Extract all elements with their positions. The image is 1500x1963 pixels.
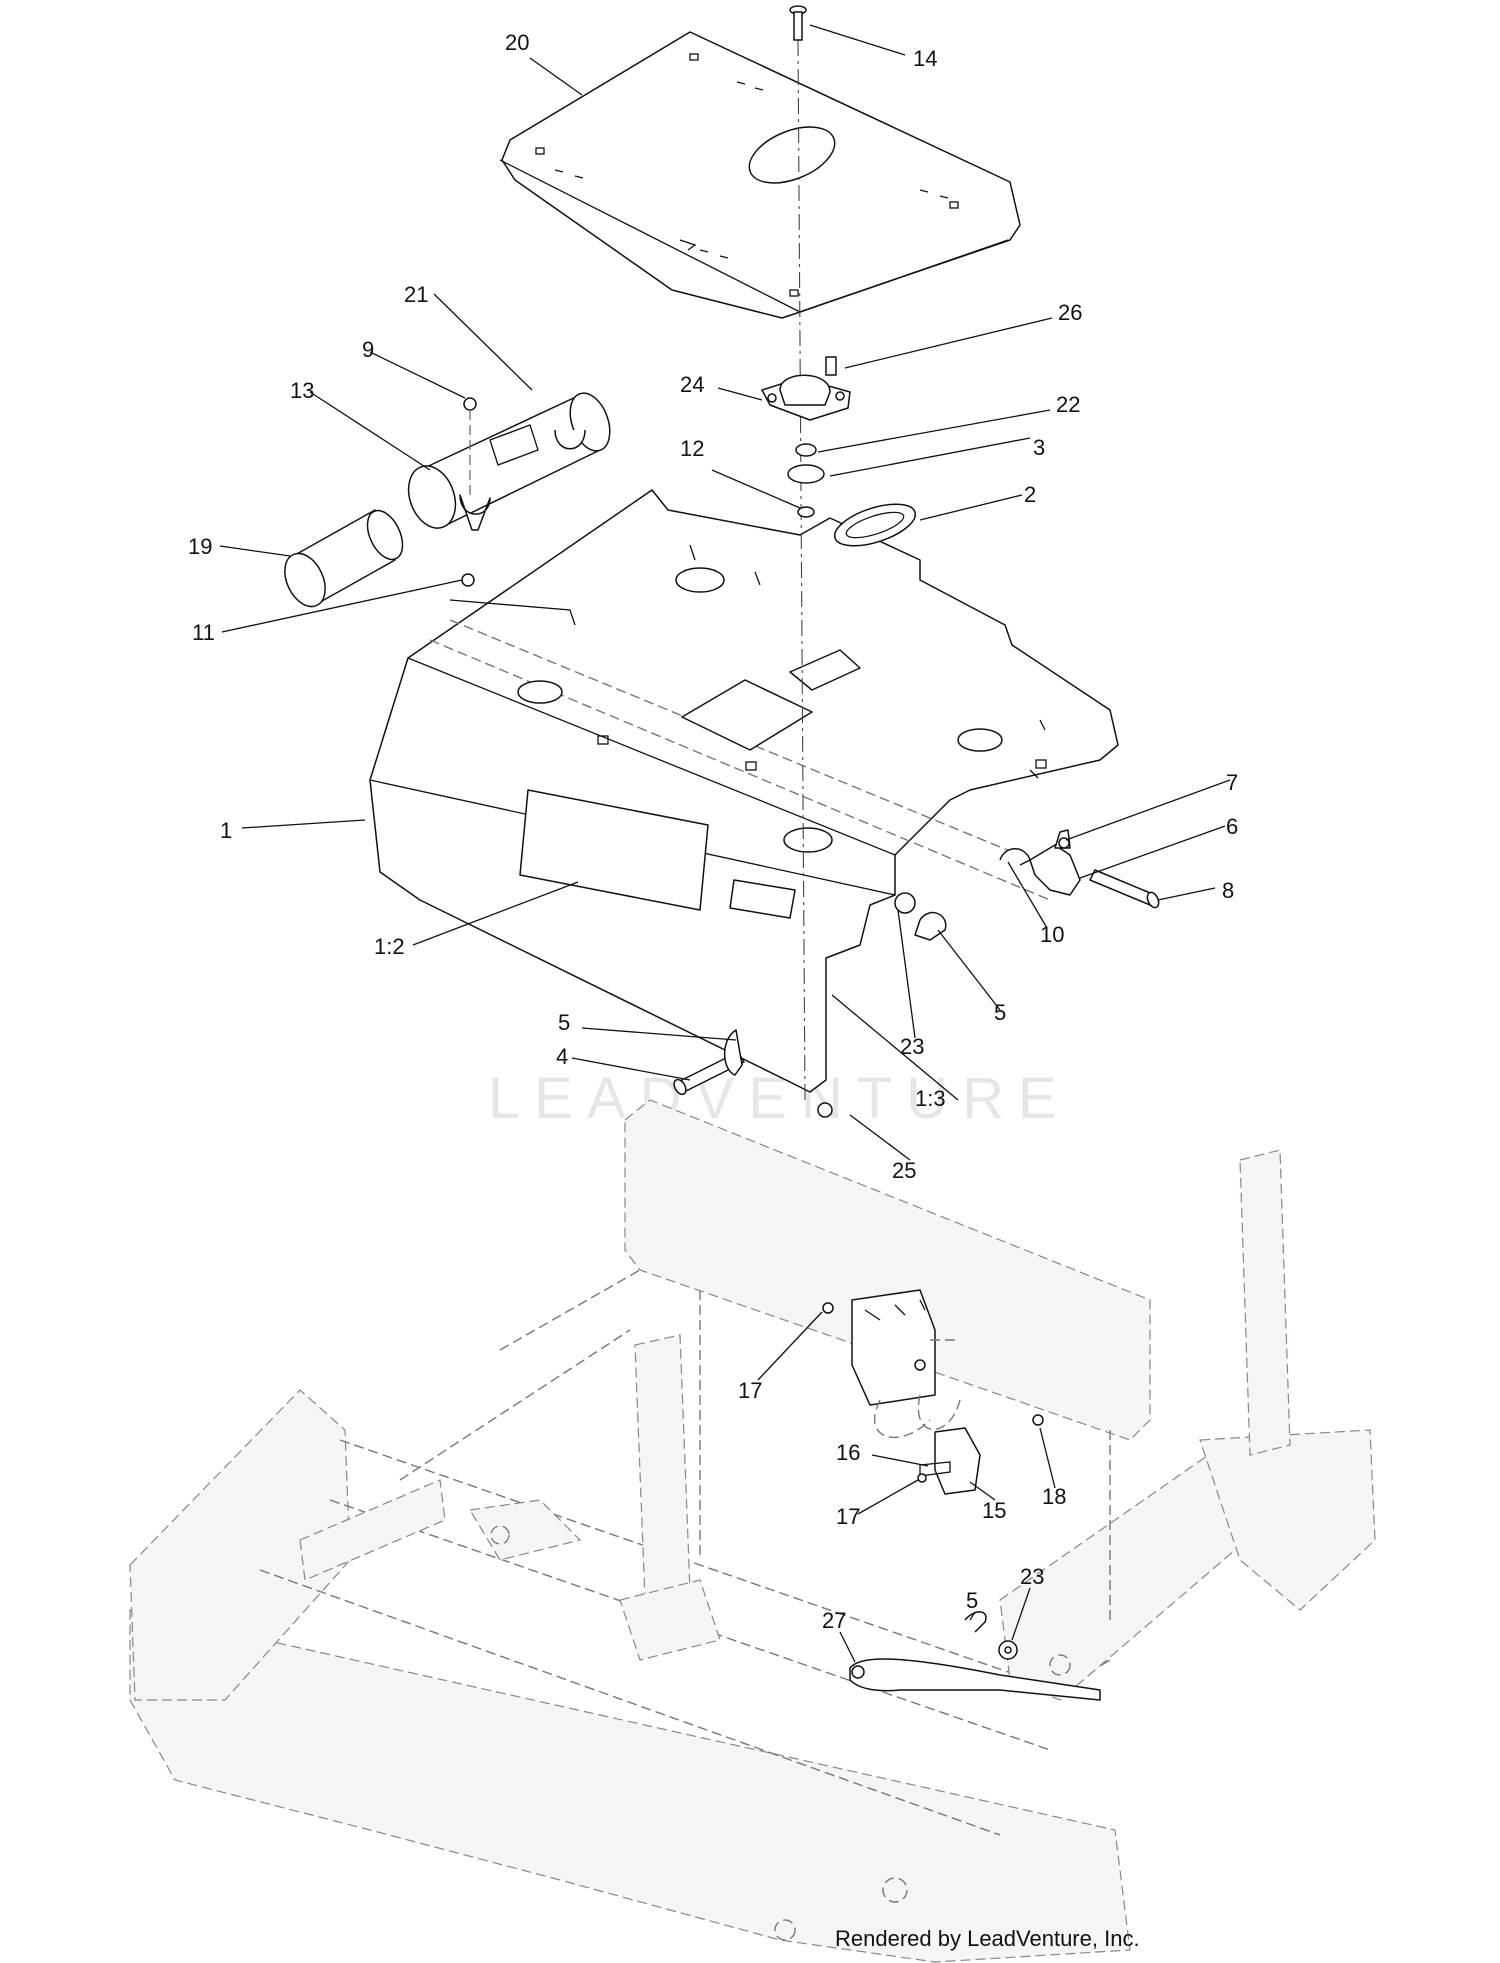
hairpin-5-upper [914, 911, 947, 941]
callout-8: 8 [1222, 878, 1234, 903]
callout-6: 6 [1226, 814, 1238, 839]
callout-5-mid: 5 [558, 1010, 570, 1035]
bolt-11 [461, 573, 475, 587]
latch-assembly [999, 829, 1081, 896]
nut-9 [463, 397, 477, 411]
callout-19: 19 [188, 534, 212, 559]
callout-12: 12 [680, 436, 704, 461]
callout-1-2: 1:2 [374, 934, 405, 959]
bolt-14 [789, 5, 807, 41]
canister-21 [407, 392, 611, 531]
callout-1: 1 [220, 818, 232, 843]
seat-plate [499, 31, 1021, 319]
callout-26: 26 [1058, 300, 1082, 325]
callout-16: 16 [836, 1440, 860, 1465]
callout-20: 20 [505, 30, 529, 55]
callout-21: 21 [404, 282, 428, 307]
rod-27 [849, 1611, 1101, 1701]
nut-25 [817, 1102, 833, 1118]
nut-12 [797, 506, 815, 518]
callout-2: 2 [1024, 482, 1036, 507]
callout-27: 27 [822, 1608, 846, 1633]
callout-22: 22 [1056, 392, 1080, 417]
screw-17-upper [822, 1302, 834, 1314]
centerline-14 [797, 39, 806, 1101]
mount-24 [761, 374, 851, 421]
callout-15: 15 [982, 1498, 1006, 1523]
watermark-text: LEADVENTURE [488, 1066, 1071, 1131]
relay-module [851, 1289, 961, 1439]
callout-9: 9 [362, 337, 374, 362]
callout-5-lower: 5 [966, 1588, 978, 1613]
upright-post-left [634, 1334, 691, 1601]
callout-14: 14 [913, 46, 937, 71]
callout-4: 4 [556, 1044, 568, 1069]
center-pivot [619, 1579, 721, 1661]
grommet-2 [833, 503, 917, 547]
seat-pan [369, 489, 1119, 1093]
callout-17-upper: 17 [738, 1378, 762, 1403]
callout-23-upper: 23 [900, 1034, 924, 1059]
bolt-26 [825, 356, 837, 376]
frame-bracket-right [1199, 1429, 1376, 1611]
left-foot-plate [129, 1389, 351, 1701]
callout-10: 10 [1040, 922, 1064, 947]
callout-23-lower: 23 [1020, 1564, 1044, 1589]
frame-assembly [129, 1099, 1376, 1963]
callout-5-upper: 5 [994, 1000, 1006, 1025]
left-mount-bracket [469, 1499, 582, 1561]
decal-main [519, 789, 709, 911]
floor-pan [129, 1609, 1131, 1963]
front-crossmember [299, 1479, 446, 1581]
credit-text: Rendered by LeadVenture, Inc. [835, 1926, 1140, 1951]
callout-labels: 20 14 26 24 22 3 12 2 21 9 13 19 11 1 7 … [188, 30, 1238, 1633]
callout-11: 11 [192, 620, 215, 645]
callout-1-3: 1:3 [915, 1086, 946, 1111]
tube-19 [284, 509, 404, 608]
washer-22 [795, 443, 817, 457]
callout-7: 7 [1226, 770, 1238, 795]
callout-24: 24 [680, 372, 704, 397]
switch-assembly [919, 1427, 981, 1495]
callout-13: 13 [290, 378, 314, 403]
washer-3 [787, 464, 825, 484]
callout-18: 18 [1042, 1484, 1066, 1509]
washer-23-upper [894, 892, 916, 914]
callout-3: 3 [1033, 435, 1045, 460]
nut-18 [1032, 1414, 1044, 1426]
pin-8 [1089, 869, 1156, 906]
hairpin-5-mid [723, 1029, 743, 1076]
screw-17-lower [917, 1473, 927, 1483]
callout-25: 25 [892, 1158, 916, 1183]
decal-small [729, 879, 796, 919]
upright-post-right [1239, 1149, 1291, 1456]
callout-17-lower: 17 [836, 1504, 860, 1529]
leader-lines [219, 24, 1231, 1663]
seat-mount-frame [624, 1099, 1151, 1441]
